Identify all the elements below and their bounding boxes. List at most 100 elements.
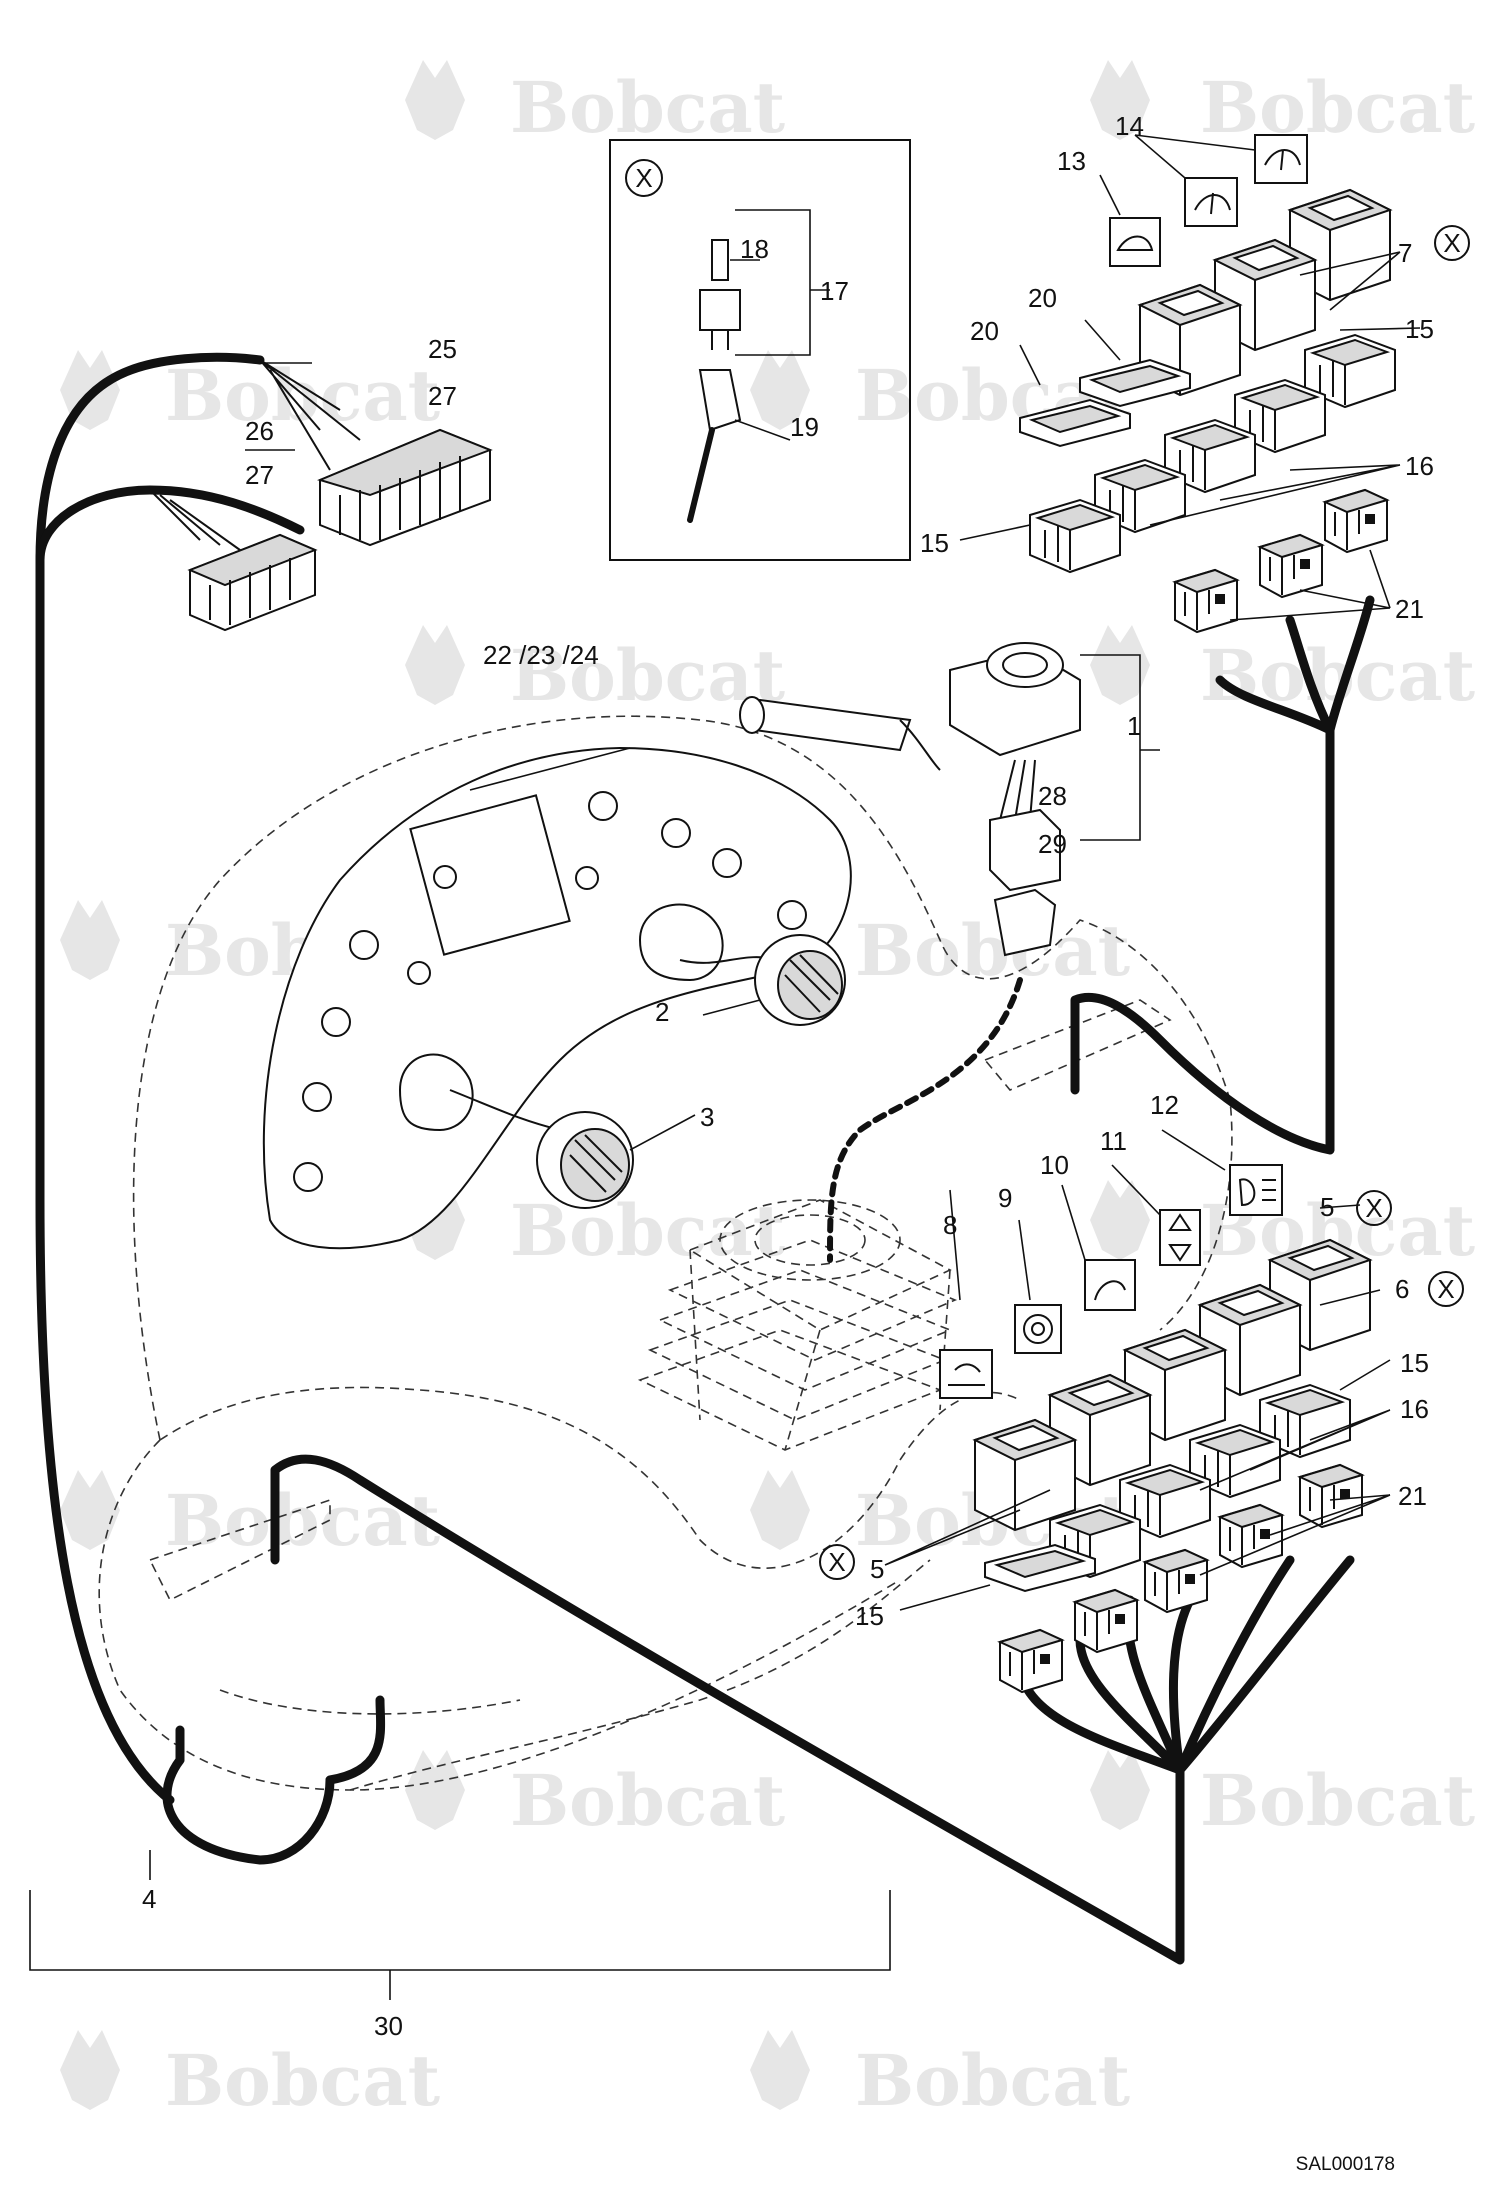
svg-text:Bobcat: Bobcat [510, 1189, 785, 1272]
callout-4: 4 [142, 1884, 156, 1914]
connector-plug [1324, 489, 1388, 553]
detail-marker [625, 159, 663, 197]
detail-marker-label: X [635, 163, 652, 193]
callout-1: 1 [1127, 711, 1141, 741]
cab-outline [98, 715, 1233, 1791]
upper-switch-cluster [1019, 134, 1396, 633]
callout-21-lower: 21 [1398, 1481, 1427, 1511]
connector-27a [259, 359, 493, 547]
callout-15-lower-right: 15 [1400, 1348, 1429, 1378]
gauge-2 [679, 934, 846, 1026]
bobcat-logo-icon [1090, 1750, 1150, 1830]
detail-x-box: X [609, 139, 911, 561]
arrows-symbol-icon [1159, 1209, 1201, 1266]
display-screen [409, 794, 571, 956]
svg-text:Bobcat: Bobcat [510, 1759, 785, 1842]
x-markers: X X X X [819, 225, 1470, 1580]
callout-19: 19 [790, 412, 819, 442]
instrument-panel [262, 746, 852, 1250]
connector-plug [1259, 534, 1323, 598]
connector-plug [1144, 1549, 1208, 1613]
hydraulic-symbol-icon [939, 1349, 993, 1399]
switch-rocker [974, 1419, 1076, 1531]
callout-26: 26 [245, 416, 274, 446]
x-marker [819, 1544, 855, 1580]
x-marker [1356, 1190, 1392, 1226]
indicator-light [302, 1082, 332, 1112]
wiper-symbol-icon [1184, 177, 1238, 227]
svg-text:Bobcat: Bobcat [855, 2039, 1130, 2122]
callout-22-23-24: 22 /23 /24 [483, 640, 599, 670]
horn-symbol-icon [1084, 1259, 1136, 1311]
callout-numbers: 1 2 3 4 5 5 6 7 8 9 10 11 12 13 14 15 15… [142, 111, 1434, 2041]
indicator-light [407, 961, 431, 985]
bobcat-logo-icon [60, 2030, 120, 2110]
indicator-light [321, 1007, 351, 1037]
bobcat-logo-icon [405, 625, 465, 705]
indicator-light [661, 818, 691, 848]
callout-12: 12 [1150, 1090, 1179, 1120]
indicator-light [575, 866, 599, 890]
callout-2: 2 [655, 997, 669, 1027]
connector-plug [1174, 569, 1238, 633]
svg-text:Bobcat: Bobcat [165, 1479, 440, 1562]
multifunction-switch [739, 642, 1160, 957]
svg-text:Bobcat: Bobcat [1200, 1759, 1475, 1842]
callout-7: 7 [1398, 238, 1412, 268]
document-id: SAL000178 [1296, 2154, 1395, 2175]
callout-20-left: 20 [970, 316, 999, 346]
bobcat-logo-icon [1090, 1180, 1150, 1260]
svg-text:Bobcat: Bobcat [165, 2039, 440, 2122]
indicator-light [349, 930, 379, 960]
callout-16-upper: 16 [1405, 451, 1434, 481]
callout-10: 10 [1040, 1150, 1069, 1180]
callout-18: 18 [740, 234, 769, 264]
indicator-light [777, 900, 807, 930]
wiring-harness [35, 352, 1375, 1965]
callout-9: 9 [998, 1183, 1012, 1213]
callout-6: 6 [1395, 1274, 1409, 1304]
x-marker [1428, 1271, 1464, 1307]
callout-29: 29 [1038, 829, 1067, 859]
x-marker-label: X [1437, 1274, 1454, 1304]
callout-5-upper: 5 [1320, 1192, 1334, 1222]
bobcat-logo-icon [60, 900, 120, 980]
x-marker-label: X [1443, 228, 1460, 258]
svg-text:Bobcat: Bobcat [510, 634, 785, 717]
bobcat-logo-icon [750, 2030, 810, 2110]
bobcat-logo-icon [750, 1470, 810, 1550]
x-marker [1434, 225, 1470, 261]
callout-17: 17 [820, 276, 849, 306]
indicator-light [293, 1162, 323, 1192]
callout-27-upper: 27 [428, 381, 457, 411]
callout-3: 3 [700, 1102, 714, 1132]
connector-27b [149, 489, 318, 632]
callout-13: 13 [1057, 146, 1086, 176]
callout-5-lower: 5 [870, 1554, 884, 1584]
indicator-light [433, 865, 457, 889]
bobcat-logo-icon [1090, 625, 1150, 705]
callout-11: 11 [1100, 1126, 1127, 1156]
callout-15-upper-right: 15 [1405, 314, 1434, 344]
connector-plug [1299, 1464, 1363, 1528]
connector-plug [999, 1629, 1063, 1693]
svg-text:Bobcat: Bobcat [510, 66, 785, 149]
gear-symbol-icon [1014, 1304, 1062, 1354]
bobcat-logo-icon [60, 1470, 120, 1550]
callout-30: 30 [374, 2011, 403, 2041]
indicator-light [588, 791, 618, 821]
x-marker-label: X [1365, 1193, 1382, 1223]
callout-15-lower-left: 15 [855, 1601, 884, 1631]
bobcat-logo-icon [405, 60, 465, 140]
callout-8: 8 [943, 1210, 957, 1240]
callout-25: 25 [428, 334, 457, 364]
indicator-light [712, 848, 742, 878]
callout-27-lower: 27 [245, 460, 274, 490]
washer-symbol-icon [1109, 217, 1161, 267]
x-marker-label: X [828, 1547, 845, 1577]
callout-21-upper: 21 [1395, 594, 1424, 624]
connector-plug [1219, 1504, 1283, 1568]
callout-28: 28 [1038, 781, 1067, 811]
connector-plug [1074, 1589, 1138, 1653]
